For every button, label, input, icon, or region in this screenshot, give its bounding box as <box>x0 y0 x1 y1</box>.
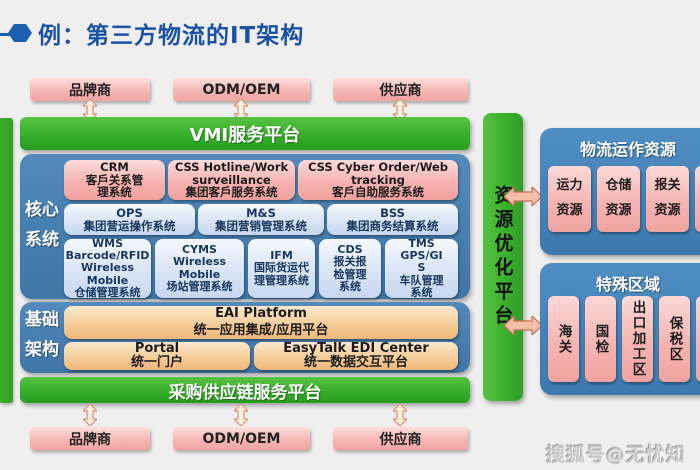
infra-box-easytalk-edi: EasyTalk EDI Center 统一数据交互平台 <box>254 340 458 370</box>
double-arrow-horizontal-icon <box>504 316 542 335</box>
zone-box-bonded: 保税区 <box>659 296 690 382</box>
system-cn: 仓储管理系统 <box>74 285 141 299</box>
infra-box-eai-platform: EAI Platform 统一应用集成/应用平台 <box>64 306 458 339</box>
resource-box-customs-declaration: 报关资源 <box>646 166 689 232</box>
resource-optimization-label: 资源优化平台 <box>491 185 514 329</box>
system-en: BSS <box>380 205 405 220</box>
system-cn: 客戶关系管理系统 <box>85 172 144 200</box>
partner-label: 品牌商 <box>69 431 111 448</box>
system-cn: 报关报检管理系统 <box>333 255 367 293</box>
double-arrow-vertical-icon <box>83 99 97 121</box>
title-rule-line <box>0 33 15 36</box>
procurement-platform-bar: 采购供应链服务平台 <box>20 377 470 403</box>
system-cn: 车队管理系统 <box>399 273 444 299</box>
watermark-text: 搜狐号@无忧知 <box>546 444 687 466</box>
infra-box-portal: Portal 统一门户 <box>64 340 250 370</box>
system-cn: 集团商务结算系统 <box>346 218 439 233</box>
logistics-resources-panel: 物流运作资源 运力资源 仓储资源 报关资源 信息资源 <box>540 128 700 255</box>
zone-box-inspection: 国检 <box>585 296 616 382</box>
infrastructure-label: 基础架构 <box>25 310 59 360</box>
system-box-tms: TMS GPS/GIS 车队管理系统 <box>385 236 458 299</box>
partner-label: 供应商 <box>379 82 422 99</box>
system-cn: 集团客戶服务系统 <box>185 185 278 200</box>
partner-label: 品牌商 <box>69 82 111 99</box>
procurement-platform-label: 采购供应链服务平台 <box>168 382 322 403</box>
system-en: TMS GPS/GIS <box>400 236 443 275</box>
special-zones-panel: 特殊区域 海关 国检 出口加工区 保税区 <box>540 263 700 395</box>
system-box-crm: CRM 客戶关系管理系统 <box>64 160 165 200</box>
partner-box-bottom-supplier: 供应商 <box>333 427 468 450</box>
resource-box-transport: 运力资源 <box>548 166 591 232</box>
logistics-resources-header: 物流运作资源 <box>579 140 676 159</box>
system-en: M&S <box>246 205 276 220</box>
partner-box-top-odm-oem: ODM/OEM <box>173 78 310 101</box>
resource-box-warehouse: 仓储资源 <box>597 166 640 232</box>
system-en: IFM <box>270 249 293 263</box>
system-cn: 场站管理系统 <box>166 279 233 293</box>
infra-en: Portal <box>134 340 180 356</box>
partner-label: ODM/OEM <box>202 430 281 447</box>
system-en: CRM <box>100 159 129 174</box>
double-arrow-vertical-icon <box>83 404 97 426</box>
double-arrow-vertical-icon <box>393 99 407 121</box>
resource-label: 报关资源 <box>654 178 681 218</box>
double-arrow-vertical-icon <box>234 99 248 121</box>
resource-box-information: 信息资源 <box>695 166 700 232</box>
partner-box-top-brand: 品牌商 <box>30 78 150 101</box>
core-systems-label: 核心系统 <box>25 200 59 250</box>
partner-box-top-supplier: 供应商 <box>333 78 468 101</box>
system-box-wms: WMS Barcode/RFID Wireless Mobile 仓储管理系统 <box>64 236 151 299</box>
system-box-cds: CDS 报关报检管理系统 <box>319 239 381 298</box>
system-en: CDS <box>337 242 363 256</box>
system-box-css-hotline: CSS Hotline/Work surveillance 集团客戶服务系统 <box>168 160 295 200</box>
partner-label: ODM/OEM <box>202 81 281 98</box>
vmi-platform-label: VMI服务平台 <box>189 124 301 146</box>
double-arrow-vertical-icon <box>234 404 248 426</box>
partner-box-bottom-odm-oem: ODM/OEM <box>173 427 310 450</box>
system-box-css-cyber-order: CSS Cyber Order/Web tracking 客戶自助服务系统 <box>298 160 458 200</box>
infra-cn: 统一数据交互平台 <box>303 355 408 370</box>
system-box-bss: BSS 集团商务结算系统 <box>327 204 458 235</box>
infra-cn: 统一应用集成/应用平台 <box>193 322 329 338</box>
zone-label: 出口加工区 <box>629 300 646 378</box>
left-platform-bar-clipped <box>0 118 13 403</box>
page-title: 例：第三方物流的IT架构 <box>38 23 305 49</box>
system-en: OPS <box>116 205 143 220</box>
system-box-cyms: CYMS Wireless Mobile 场站管理系统 <box>155 239 244 298</box>
hexagon-bullet-icon <box>8 24 32 42</box>
zone-box-clipped <box>696 296 700 382</box>
infra-en: EasyTalk EDI Center <box>283 340 429 356</box>
double-arrow-vertical-icon <box>393 404 407 426</box>
system-box-ifm: IFM 国际货运代理管理系统 <box>248 239 315 298</box>
infra-en: EAI Platform <box>215 306 307 322</box>
system-cn: 国际货运代理管理系统 <box>254 261 309 287</box>
resource-label: 运力资源 <box>556 178 583 218</box>
zone-label: 保税区 <box>666 315 683 363</box>
infra-cn: 统一门户 <box>130 355 183 370</box>
system-box-ms: M&S 集团营销管理系统 <box>198 204 324 235</box>
system-cn: 集团营销管理系统 <box>215 218 307 233</box>
zone-label: 海关 <box>555 323 572 355</box>
zone-label: 国检 <box>592 323 609 355</box>
system-en: CSS Cyber Order/Web tracking <box>308 159 449 187</box>
system-box-ops: OPS 集团营运操作系统 <box>64 204 195 235</box>
vmi-platform-bar: VMI服务平台 <box>20 117 470 150</box>
system-en: WMS Barcode/RFID Wireless Mobile <box>65 236 150 287</box>
partner-label: 供应商 <box>379 431 422 448</box>
resource-label: 仓储资源 <box>605 178 632 218</box>
special-zones-header: 特殊区域 <box>595 275 660 294</box>
partner-box-bottom-brand: 品牌商 <box>30 427 150 450</box>
zone-box-customs: 海关 <box>548 296 579 382</box>
system-en: CSS Hotline/Work surveillance <box>174 159 289 187</box>
double-arrow-horizontal-icon <box>504 187 542 206</box>
resource-optimization-bar: 资源优化平台 <box>483 113 523 401</box>
system-cn: 客戶自助服务系统 <box>332 185 424 200</box>
system-cn: 集团营运操作系统 <box>83 218 176 233</box>
system-en: CYMS Wireless Mobile <box>172 242 227 281</box>
zone-box-export-processing: 出口加工区 <box>622 296 653 382</box>
